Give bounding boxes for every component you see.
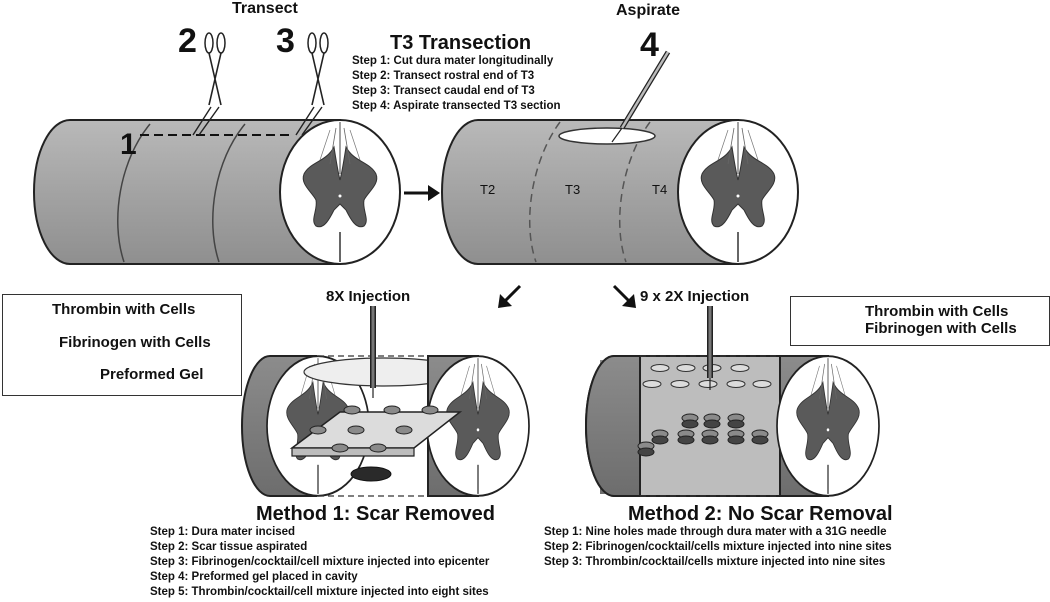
legend-right-fibrinogen-label: Fibrinogen with Cells [865,320,1017,337]
legend-right-thrombin-label: Thrombin with Cells [865,303,1009,320]
transection-step: Step 1: Cut dura mater longitudinally [352,55,554,67]
method2-step: Step 3: Thrombin/cocktail/cells mixture … [544,556,886,568]
spinal-cord-transected [441,119,799,265]
method1-step: Step 2: Scar tissue aspirated [150,541,308,553]
aspirate-label: Aspirate [616,2,681,19]
method2-step: Step 2: Fibrinogen/cocktail/cells mixtur… [544,541,892,553]
method1-injection-label: 8X Injection [326,288,411,305]
transection-step: Step 4: Aspirate transected T3 section [352,100,561,112]
down-left-arrow-icon [498,284,522,308]
method2-step: Step 1: Nine holes made through dura mat… [544,526,887,538]
legend-fibrinogen-label: Fibrinogen with Cells [59,334,211,351]
legend-gel-label: Preformed Gel [100,366,204,383]
transection-title: T3 Transection [390,32,532,54]
transection-step: Step 3: Transect caudal end of T3 [352,85,535,97]
transect-label: Transect [232,0,298,17]
method2-steps: Step 1: Nine holes made through dura mat… [544,525,892,570]
method1-step: Step 5: Thrombin/cocktail/cell mixture i… [150,586,489,598]
scissors-number-3: 3 [276,22,295,60]
method2-title: Method 2: No Scar Removal [628,503,893,525]
method1-diagram [241,306,530,497]
segment-label-t2: T2 [480,182,496,197]
needle-number-4: 4 [640,26,659,64]
method1-step: Step 4: Preformed gel placed in cavity [150,571,358,583]
down-right-arrow-icon [612,284,636,308]
scissors-number-2: 2 [178,22,197,60]
legend-left: Thrombin with Cells Fibrinogen with Cell… [2,294,242,396]
aspirate-needle-icon [611,50,671,143]
method1-steps: Step 1: Dura mater incised Step 2: Scar … [150,525,489,600]
legend-right: Thrombin with Cells Fibrinogen with Cell… [790,296,1050,346]
legend-thrombin-label: Thrombin with Cells [52,301,196,318]
method2-injection-label: 9 x 2X Injection [640,288,750,305]
method1-step: Step 3: Fibrinogen/cocktail/cell mixture… [150,556,490,568]
cut-line-number-1: 1 [120,128,137,161]
segment-label-t4: T4 [652,182,668,197]
transection-steps: Step 1: Cut dura mater longitudinally St… [352,54,561,114]
method2-diagram [585,306,880,497]
spinal-cord-intact [33,119,401,265]
right-arrow-icon [404,185,440,201]
segment-label-t3: T3 [565,182,581,197]
method1-title: Method 1: Scar Removed [256,503,495,525]
transection-step: Step 2: Transect rostral end of T3 [352,70,535,82]
method1-step: Step 1: Dura mater incised [150,526,296,538]
